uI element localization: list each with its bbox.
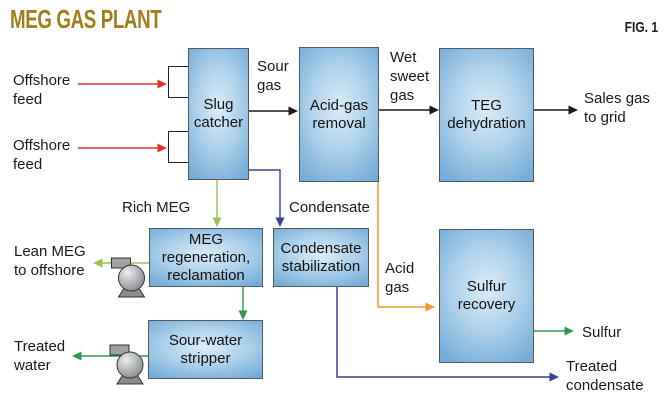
lean-meg-pump-icon bbox=[111, 257, 146, 298]
sulfur-recovery-label: Sulfur recovery bbox=[457, 278, 516, 313]
figure-number: FIG. 1 bbox=[624, 19, 658, 36]
wet-sweet-gas-label: Wet sweet gas bbox=[390, 49, 430, 104]
treated-condensate-label: Treated condensate bbox=[566, 358, 644, 394]
teg-dehydration-label: TEG dehydration bbox=[447, 97, 526, 132]
lean-meg-to-offshore-label: Lean MEG to offshore bbox=[14, 243, 86, 279]
sulfur-recovery-box: Sulfur recovery bbox=[439, 229, 534, 363]
acid-gas-label: Acid gas bbox=[385, 260, 415, 296]
acid-gas-removal-box: Acid-gas removal bbox=[299, 47, 379, 182]
page-title: MEG GAS PLANT bbox=[10, 4, 162, 34]
slug-catcher-label: Slug catcher bbox=[193, 96, 244, 131]
sales-gas-to-grid-label: Sales gas to grid bbox=[584, 90, 650, 126]
slug-catcher-inlet-connector-2 bbox=[168, 131, 189, 163]
condensate-line bbox=[248, 169, 285, 227]
condensate-stabilization-box: Condensate stabilization bbox=[273, 228, 369, 287]
condensate-label: Condensate bbox=[289, 199, 370, 216]
slug-catcher-inlet-connector-1 bbox=[168, 66, 189, 98]
slug-catcher-box: Slug catcher bbox=[188, 48, 249, 180]
pump-body bbox=[116, 351, 144, 379]
rich-meg-label: Rich MEG bbox=[122, 199, 191, 216]
acid-gas-line bbox=[377, 182, 435, 312]
meg-regeneration-box: MEG regeneration, reclamation bbox=[149, 228, 263, 287]
offshore-feed-2-label: Offshore feed bbox=[13, 137, 71, 173]
treated-water-pump-icon bbox=[109, 344, 144, 385]
treated-condensate-line bbox=[336, 287, 559, 382]
pump-body bbox=[118, 264, 145, 292]
sour-gas-label: Sour gas bbox=[257, 58, 289, 94]
sour-water-stripper-box: Sour-water stripper bbox=[148, 320, 263, 379]
treated-water-label: Treated water bbox=[14, 338, 66, 374]
teg-dehydration-box: TEG dehydration bbox=[439, 48, 534, 182]
meg-regeneration-label: MEG regeneration, reclamation bbox=[161, 230, 251, 284]
offshore-feed-1-label: Offshore feed bbox=[13, 72, 71, 108]
sour-water-stripper-label: Sour-water stripper bbox=[168, 331, 243, 367]
pump-nozzle bbox=[111, 257, 131, 269]
pump-nozzle bbox=[109, 344, 130, 356]
sulfur-label: Sulfur bbox=[582, 324, 622, 341]
acid-gas-removal-label: Acid-gas removal bbox=[309, 96, 369, 132]
condensate-stabilization-label: Condensate stabilization bbox=[280, 239, 362, 275]
